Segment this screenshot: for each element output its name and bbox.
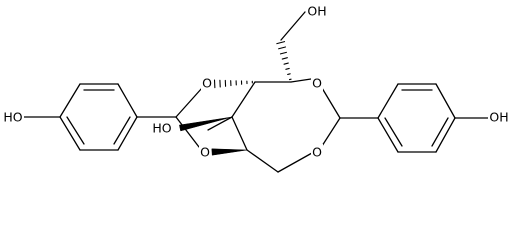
bond-c-to-hydroxyl <box>207 116 233 131</box>
bond-ch2-to-o-lower-right <box>277 152 313 173</box>
bond-c-to-ch2 <box>246 149 279 173</box>
bond-right-ring-6 <box>377 117 399 153</box>
bond-acetal-to-o-lower-left <box>175 116 200 148</box>
ring-oxygen-upper-right-label: O <box>312 76 322 91</box>
bond-ch2-to-oh <box>280 11 306 41</box>
atom-label-left-phenol-oh: HO <box>2 109 24 125</box>
wedge-to-ring-hydroxyl <box>179 116 233 132</box>
hydroxymethyl-oh-label: OH <box>307 4 326 19</box>
bond-acetal-to-o-lower-right <box>321 117 341 147</box>
atom-label-right-phenol-oh: OH <box>488 109 510 125</box>
left-phenol-oh-label: HO <box>3 110 22 125</box>
bond-left-ring-3 <box>117 83 138 118</box>
bond-left-ring-6 <box>59 116 81 151</box>
bond-ring-c-upper <box>231 81 256 118</box>
bond-right-ring-1 <box>377 83 399 119</box>
atom-label-hydroxymethyl-oh: OH <box>307 3 327 19</box>
bond-right-ring-4 <box>435 117 456 153</box>
bond-acetal-to-o-upper-left <box>175 87 203 118</box>
bond-c-to-o-upper-right <box>290 78 312 83</box>
bond-ring-c-lower <box>231 116 248 151</box>
atom-label-ring-oxygen-upper-left: O <box>201 76 213 91</box>
bond-right-ring-double-b <box>431 117 449 147</box>
ring-oxygen-lower-right-label: O <box>312 145 322 160</box>
chemical-structure-diagram: OH HO O O O O HO OH <box>2 3 510 173</box>
atom-label-ring-oxygen-lower-right: O <box>311 144 323 160</box>
bond-left-ring-4 <box>117 116 138 151</box>
bond-layer <box>21 11 491 173</box>
bond-left-ring-1 <box>59 83 81 118</box>
ring-oxygen-upper-left-label: O <box>202 76 212 91</box>
ring-hydroxyl-label: HO <box>152 121 171 136</box>
atom-label-ring-oxygen-upper-right: O <box>311 76 323 91</box>
bond-right-ring-double-c <box>384 117 403 147</box>
right-phenol-oh-label: OH <box>489 110 508 125</box>
hashed-bond-hydroxymethyl <box>276 41 292 81</box>
atom-label-layer: OH HO O O O O HO OH <box>2 3 510 160</box>
atom-label-ring-oxygen-lower-left: O <box>199 144 211 160</box>
bond-left-ring-double-b <box>113 116 131 145</box>
wedge-lower-left-oxygen <box>211 148 248 156</box>
hashed-bond-upper-left-oxygen <box>213 79 253 89</box>
atom-label-ring-hydroxyl: HO <box>151 121 173 136</box>
ring-oxygen-lower-left-label: O <box>200 145 210 160</box>
bond-left-ring-double-c <box>66 116 85 145</box>
bond-right-ring-3 <box>435 83 456 119</box>
bond-o-upper-right-to-acetal <box>321 87 341 119</box>
